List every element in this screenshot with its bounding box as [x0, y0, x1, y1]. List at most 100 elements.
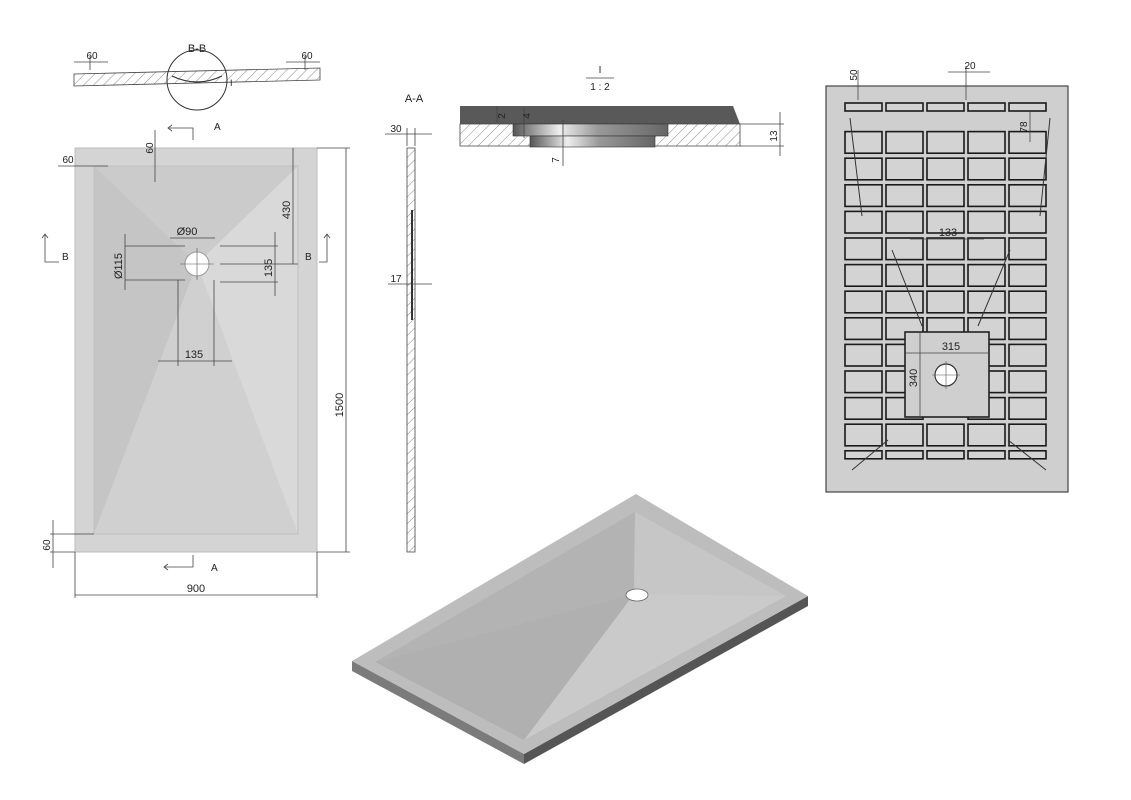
- section-aa-profile: [406, 147, 416, 553]
- bottom-view: 50 20 78 133 315 340: [825, 61, 1069, 493]
- rib-cell: [967, 184, 1006, 208]
- tray-slope-right: [197, 166, 298, 534]
- detail-i-drain-ring: [512, 123, 669, 137]
- dim-drain-x: 135: [185, 349, 203, 361]
- slope-marker: [891, 249, 923, 327]
- top-view: A A B B 60 60 60 Ø90 Ø115 135 430: [41, 122, 350, 598]
- rib-cell: [885, 210, 924, 234]
- rib-cell: [967, 263, 1006, 288]
- dim-drain-box: 135: [263, 259, 275, 277]
- rib-cell: [1008, 396, 1047, 421]
- rib-cell: [926, 210, 965, 234]
- dim-drain-outer: Ø115: [113, 253, 125, 279]
- dim-top-border: 60: [145, 142, 156, 154]
- slope-marker: [1007, 439, 1047, 471]
- rib-cell: [844, 102, 883, 112]
- section-bb-title: B-B: [188, 43, 206, 55]
- rib-cell: [967, 102, 1006, 112]
- iso-side-right: [524, 596, 808, 764]
- detail-i-scale: 1 : 2: [590, 82, 610, 93]
- iso-slope-b: [634, 512, 786, 596]
- rib-cell: [967, 210, 1006, 234]
- slope-marker: [1039, 117, 1051, 217]
- section-bb-callout: I: [230, 78, 233, 88]
- rib-cell: [926, 102, 965, 112]
- section-b-right-label: B: [305, 252, 312, 263]
- rib-cell: [844, 157, 883, 181]
- dim-left-border: 60: [62, 155, 74, 166]
- section-bb: B-B 60 60 I: [73, 43, 321, 111]
- detail-i-title: I: [599, 65, 602, 76]
- dim-detail-13: 13: [769, 130, 780, 142]
- dim-bottom-cell-width: 133: [939, 227, 957, 239]
- iso-slope-d: [375, 594, 634, 740]
- rib-cell: [926, 157, 965, 181]
- section-a-bottom-label: A: [211, 563, 218, 574]
- dim-bottom-pocket-w: 315: [942, 341, 960, 353]
- rib-cell: [1008, 102, 1047, 112]
- tray-inner-border: [93, 165, 299, 535]
- detail-i-drain-body: [529, 135, 656, 148]
- dim-length: 1500: [334, 393, 346, 417]
- rib-cell: [844, 237, 883, 261]
- rib-cell: [885, 157, 924, 181]
- tray-slope-bottom: [94, 264, 298, 534]
- rib-cell: [1008, 157, 1047, 181]
- rib-cell: [1008, 423, 1047, 447]
- rib-cell: [1008, 184, 1047, 208]
- section-bb-detail-circle: [166, 49, 228, 111]
- rib-cell: [1008, 263, 1047, 288]
- dim-bottom-border: 60: [42, 539, 53, 551]
- rib-cell: [1008, 210, 1047, 234]
- dim-bottom-pocket-h: 340: [908, 369, 920, 387]
- rib-cell: [885, 102, 924, 112]
- rib-cell: [926, 130, 965, 155]
- rib-cell: [844, 290, 883, 314]
- dim-width: 900: [187, 583, 205, 595]
- rib-cell: [926, 237, 965, 261]
- dim-aa-thickness: 30: [390, 124, 402, 135]
- iso-slope-c: [524, 594, 786, 740]
- slope-marker: [849, 117, 863, 217]
- rib-cell: [1008, 316, 1047, 341]
- section-b-left-label: B: [62, 252, 69, 263]
- rib-cell: [844, 449, 883, 460]
- dim-bottom-cell-height: 78: [1019, 121, 1030, 133]
- rib-cell: [885, 237, 924, 261]
- dim-bottom-edge: 50: [849, 69, 860, 81]
- dim-bb-left: 60: [86, 51, 98, 62]
- rib-cell: [967, 157, 1006, 181]
- rib-cell: [844, 316, 883, 341]
- rib-cell: [967, 237, 1006, 261]
- rib-cell: [844, 210, 883, 234]
- slope-marker: [851, 439, 889, 471]
- iso-side-front: [352, 661, 524, 764]
- dim-bb-right: 60: [301, 51, 313, 62]
- rib-cell: [885, 263, 924, 288]
- rib-cell: [967, 290, 1006, 314]
- rib-cell: [1008, 130, 1047, 155]
- rib-cell: [926, 263, 965, 288]
- rib-cell: [885, 449, 924, 460]
- rib-cell: [844, 370, 883, 394]
- rib-cell: [967, 423, 1006, 447]
- rib-cell: [967, 449, 1006, 460]
- rib-cell: [885, 290, 924, 314]
- rib-cell: [844, 396, 883, 421]
- rib-cell: [1008, 290, 1047, 314]
- iso-drain-hole: [625, 588, 649, 602]
- rib-cell: [844, 184, 883, 208]
- section-a-top-label: A: [214, 122, 221, 133]
- dim-detail-7: 7: [551, 157, 562, 163]
- dim-aa-mid: 17: [390, 274, 402, 285]
- rib-cell: [926, 423, 965, 447]
- rib-cell: [885, 130, 924, 155]
- isometric-view: [352, 494, 808, 764]
- tray-slope-left: [94, 166, 197, 534]
- dim-drain-offset-y: 430: [281, 201, 293, 219]
- iso-slope-a: [375, 512, 635, 662]
- rib-cell: [1008, 237, 1047, 261]
- section-aa: A-A 30 17: [385, 93, 432, 553]
- dim-detail-2: 2: [497, 113, 508, 119]
